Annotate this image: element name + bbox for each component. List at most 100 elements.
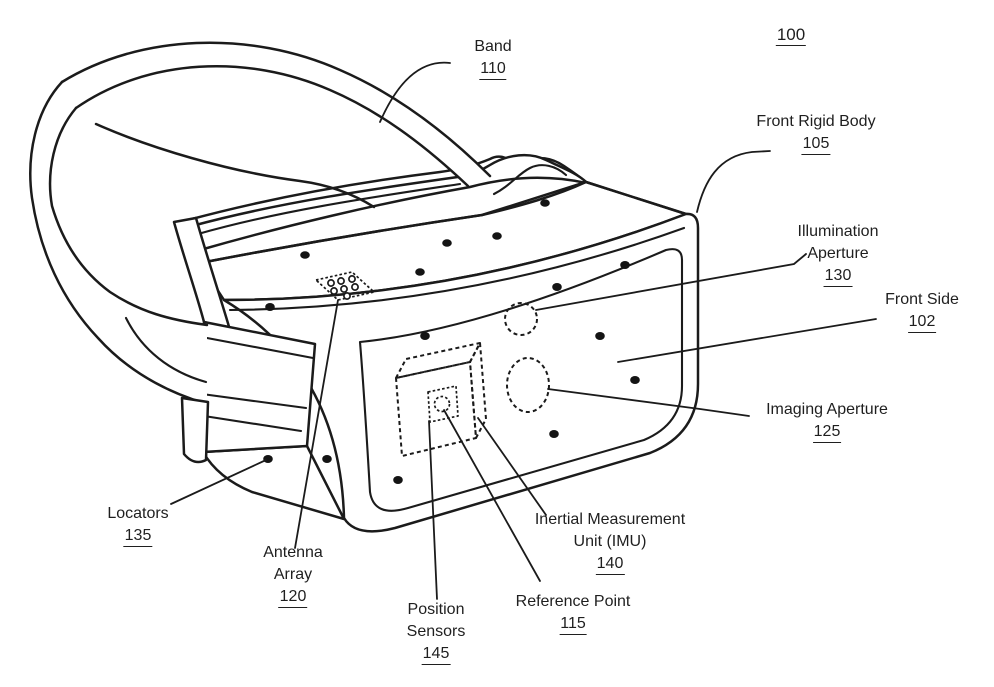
band-left-outer-edge [29, 80, 209, 406]
front-rigid-body-label-text: Front Rigid Body [756, 113, 876, 130]
locator-dot [492, 232, 502, 240]
band-top-fill [62, 42, 490, 187]
locator-dot [442, 239, 452, 247]
locators-label: Locators 135 [107, 503, 169, 547]
front-top-edge-inner-line [228, 226, 686, 312]
illumination-aperture-circle [504, 302, 538, 336]
reference-point-marker [433, 395, 451, 413]
strap-mount-plate [200, 320, 317, 454]
head-band [29, 41, 492, 464]
imu-label: Inertial Measurement Unit (IMU) 140 [535, 509, 685, 575]
band-left-fill [30, 82, 207, 404]
ridge-body [190, 153, 588, 252]
plate-lower-line [202, 414, 303, 433]
band-outer-arc [60, 41, 492, 178]
plate-outline [201, 320, 317, 454]
antenna-element [351, 283, 359, 291]
front-side-label: Front Side 102 [885, 289, 959, 333]
reference-point-label-text: Reference Point [515, 593, 631, 610]
reference-point-label-number: 115 [559, 614, 587, 635]
imu-label-number: 140 [595, 554, 625, 575]
antenna-array-leader [294, 299, 339, 549]
antenna-array-label: Antenna Array 120 [263, 542, 323, 608]
imu-right-face [469, 342, 487, 439]
antenna-array-label-text1: Antenna [263, 544, 323, 561]
imaging-aperture-leader [547, 388, 750, 417]
imu-label-text2: Unit (IMU) [573, 533, 647, 550]
leader-lines [170, 61, 877, 600]
locator-dots [263, 199, 640, 484]
locators-label-text: Locators [107, 505, 169, 522]
antenna-array-label-number: 120 [278, 587, 308, 608]
plate-mid-line [200, 392, 308, 410]
figure-number: 100 [775, 25, 807, 46]
locator-dot [420, 332, 430, 340]
position-sensors-label-text1: Position [407, 601, 465, 618]
imu-label-text1: Inertial Measurement [534, 511, 686, 528]
imu-inner-rect [427, 385, 459, 423]
locator-dot [393, 476, 403, 484]
body-lower-left-wedge [201, 444, 346, 521]
antenna-array-label-text2: Array [273, 566, 313, 583]
locator-dot [595, 332, 605, 340]
front-face-outer [222, 212, 700, 533]
locator-dot [552, 283, 562, 291]
illumination-aperture-label-text2: Aperture [807, 245, 869, 262]
imu-position-sensor-block [395, 342, 487, 457]
band-label-text: Band [474, 38, 512, 55]
locator-dot [540, 199, 550, 207]
reference-point-label: Reference Point 115 [515, 591, 631, 635]
locator-dot [265, 303, 275, 311]
imu-top-face [395, 342, 481, 379]
figure-number-label: 100 [775, 24, 807, 46]
front-side-leader [617, 318, 877, 363]
illumination-aperture-label-number: 130 [823, 266, 853, 287]
imaging-aperture-circle [506, 357, 550, 413]
band-fold-line [124, 316, 208, 384]
antenna-element [330, 287, 338, 295]
antenna-element [340, 285, 348, 293]
locators-leader [170, 459, 267, 505]
antenna-array-outline [315, 271, 375, 301]
front-rigid-body-leader [696, 150, 771, 213]
position-sensors-label-text2: Sensors [406, 623, 466, 640]
antenna-element [327, 279, 335, 287]
plate-top-inner-line [205, 336, 315, 360]
locators-label-number: 135 [123, 526, 153, 547]
antenna-element [348, 275, 356, 283]
top-face-far-edge [198, 180, 688, 265]
antenna-element [343, 292, 351, 300]
reference-point-leader [443, 409, 541, 582]
front-rigid-body-label: Front Rigid Body 105 [756, 111, 876, 155]
illumination-aperture-label-text1: Illumination [797, 223, 879, 240]
ridge-inner-line [196, 182, 462, 236]
position-sensors-label: Position Sensors 145 [406, 599, 466, 665]
locator-dot [620, 261, 630, 269]
imaging-aperture-label-number: 125 [812, 422, 842, 443]
antenna-array [315, 271, 375, 301]
locator-dot [630, 376, 640, 384]
front-rigid-body-label-number: 105 [801, 134, 831, 155]
band-label: Band 110 [474, 36, 512, 80]
locator-dot [322, 455, 332, 463]
band-inner-arc [74, 65, 470, 188]
front-side-label-text: Front Side [885, 291, 959, 308]
illumination-aperture-leader [535, 253, 807, 311]
band-leader [379, 61, 451, 123]
front-face-inner-outline [358, 248, 684, 512]
antenna-element [337, 277, 345, 285]
illumination-aperture-label: Illumination Aperture 130 [797, 221, 879, 287]
ridge-hump-inner-line [492, 164, 568, 196]
locator-dot [415, 268, 425, 276]
band-mount-ridge [186, 153, 588, 252]
locator-dot [300, 251, 310, 259]
band-loop-inner-edge [94, 122, 376, 209]
band-left-inner-edge [48, 106, 209, 327]
locator-dot [263, 455, 273, 463]
position-sensors-label-number: 145 [421, 644, 451, 665]
locator-dot [549, 430, 559, 438]
position-sensors-leader [428, 420, 438, 600]
imaging-aperture-label-text: Imaging Aperture [766, 401, 888, 418]
